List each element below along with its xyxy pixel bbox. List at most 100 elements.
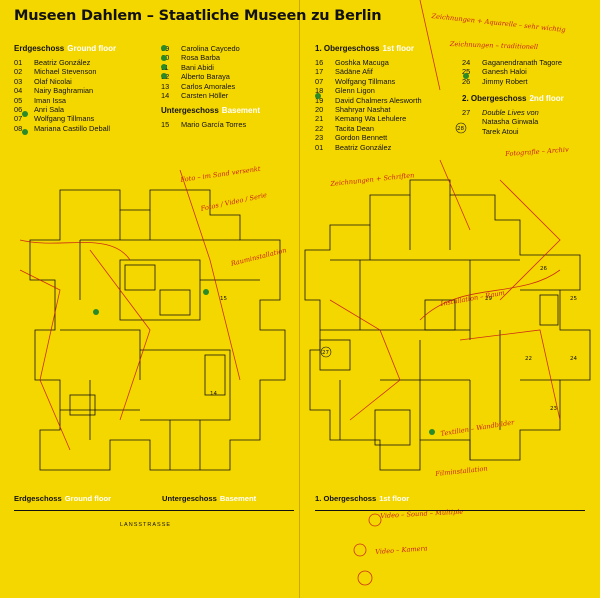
- scribble-circle-3: [368, 513, 382, 527]
- footer-divider-right: [315, 510, 585, 511]
- page-title: Museen Dahlem – Staatliche Museen zu Ber…: [14, 8, 382, 24]
- marker-plan-1: [203, 289, 209, 295]
- artist-name: Ganesh Haloi: [482, 67, 527, 77]
- marker-26: [463, 73, 469, 79]
- footer-ground-en: Ground floor: [64, 494, 112, 503]
- first-floor-outline: [304, 179, 591, 471]
- artist-name: Nairy Baghramian: [34, 86, 94, 96]
- marker-09: [161, 45, 167, 51]
- ground-floor-header-en: Ground floor: [67, 44, 117, 53]
- scribble-9: [419, 269, 561, 321]
- room-number: 01: [14, 58, 23, 67]
- room-number: 19: [315, 95, 324, 105]
- room-number: 18: [315, 86, 324, 96]
- artist-name: Mariana Castillo Deball: [34, 123, 110, 133]
- room-number: 01: [315, 142, 324, 152]
- footer-divider-left: [14, 510, 294, 511]
- room-row: Tarek Atoui: [462, 127, 539, 136]
- artist-name: Beatriz González: [335, 142, 392, 152]
- room-row: Natasha Ginwala: [462, 117, 539, 126]
- room-label-28: 28: [457, 126, 464, 132]
- room-label-15: 15: [220, 296, 227, 302]
- room-number: 16: [315, 58, 324, 67]
- room-number: 07: [315, 76, 324, 86]
- room-number: 08: [14, 123, 23, 133]
- marker-11: [161, 64, 167, 70]
- artist-name: Tarek Atoui: [482, 126, 519, 136]
- basement-header-de: Untergeschoss: [161, 106, 219, 115]
- first-floor-header-de: 1. Obergeschoss: [315, 44, 380, 53]
- ground-floor-walls: [60, 210, 260, 470]
- footer-ground-de: Erdgeschoss: [14, 494, 62, 503]
- street-label: LANSSTRASSE: [120, 522, 172, 528]
- marker-plan-2: [93, 309, 99, 315]
- scribble-2: [89, 249, 151, 421]
- artist-name: Wolfgang Tillmans: [34, 114, 95, 124]
- artist-name: Kemang Wa Lehulere: [335, 114, 407, 124]
- marker-10: [161, 55, 167, 61]
- marker-plan-3: [429, 429, 435, 435]
- artist-name: Carlos Amorales: [181, 81, 236, 91]
- scribble-4: [419, 0, 471, 231]
- ground-floor-room-block-2: [159, 289, 191, 316]
- artist-name: David Chalmers Alesworth: [335, 95, 422, 105]
- first-floor-header-en: 1st floor: [382, 44, 415, 53]
- artist-name: Goshka Macuga: [335, 58, 389, 67]
- ground-floor-outline: [29, 189, 286, 471]
- artist-name: Sädäne Afif: [335, 67, 373, 77]
- room-number: 26: [462, 76, 471, 86]
- room-number: 14: [161, 91, 170, 101]
- artist-name: Bani Abidi: [181, 62, 214, 72]
- plan-outlines: [29, 179, 591, 471]
- room-row: 16 Goshka Macuga: [315, 58, 422, 67]
- room-row: 01 Beatriz González: [14, 58, 110, 67]
- footer-first-de: 1. Obergeschoss: [315, 494, 377, 503]
- room-number: 22: [315, 123, 324, 133]
- room-number: 24: [462, 58, 471, 67]
- first-floor-stairwell: [374, 409, 411, 446]
- room-row: 25 Ganesh Haloi: [462, 67, 562, 76]
- first-floor-room-block-3: [319, 339, 351, 371]
- room-row: 01 Beatriz González: [315, 143, 422, 152]
- room-label-14: 14: [210, 391, 217, 397]
- room-number: 25: [462, 67, 471, 77]
- artist-name: Glenn Ligon: [335, 86, 375, 96]
- scribble-circle-2: [353, 543, 367, 557]
- room-number: 06: [14, 105, 23, 115]
- room-label-26: 26: [540, 266, 547, 272]
- room-number: 27: [462, 108, 471, 117]
- first-floor-room-block-2: [539, 294, 559, 326]
- page-fold: [299, 0, 300, 598]
- scribble-7: [459, 329, 561, 421]
- scribble-circle-1: [357, 570, 373, 586]
- artist-name: Beatriz González: [34, 58, 91, 67]
- artist-name: Michael Stevenson: [34, 67, 97, 77]
- scribble-6: [329, 299, 401, 421]
- room-number: 20: [315, 105, 324, 115]
- footer-first-en: 1st floor: [379, 494, 410, 503]
- room-label-29: 29: [485, 296, 492, 302]
- artist-name: Carolina Caycedo: [181, 44, 240, 53]
- handwritten-scribbles: [19, 0, 561, 586]
- artist-name: Shahryar Nashat: [335, 105, 391, 115]
